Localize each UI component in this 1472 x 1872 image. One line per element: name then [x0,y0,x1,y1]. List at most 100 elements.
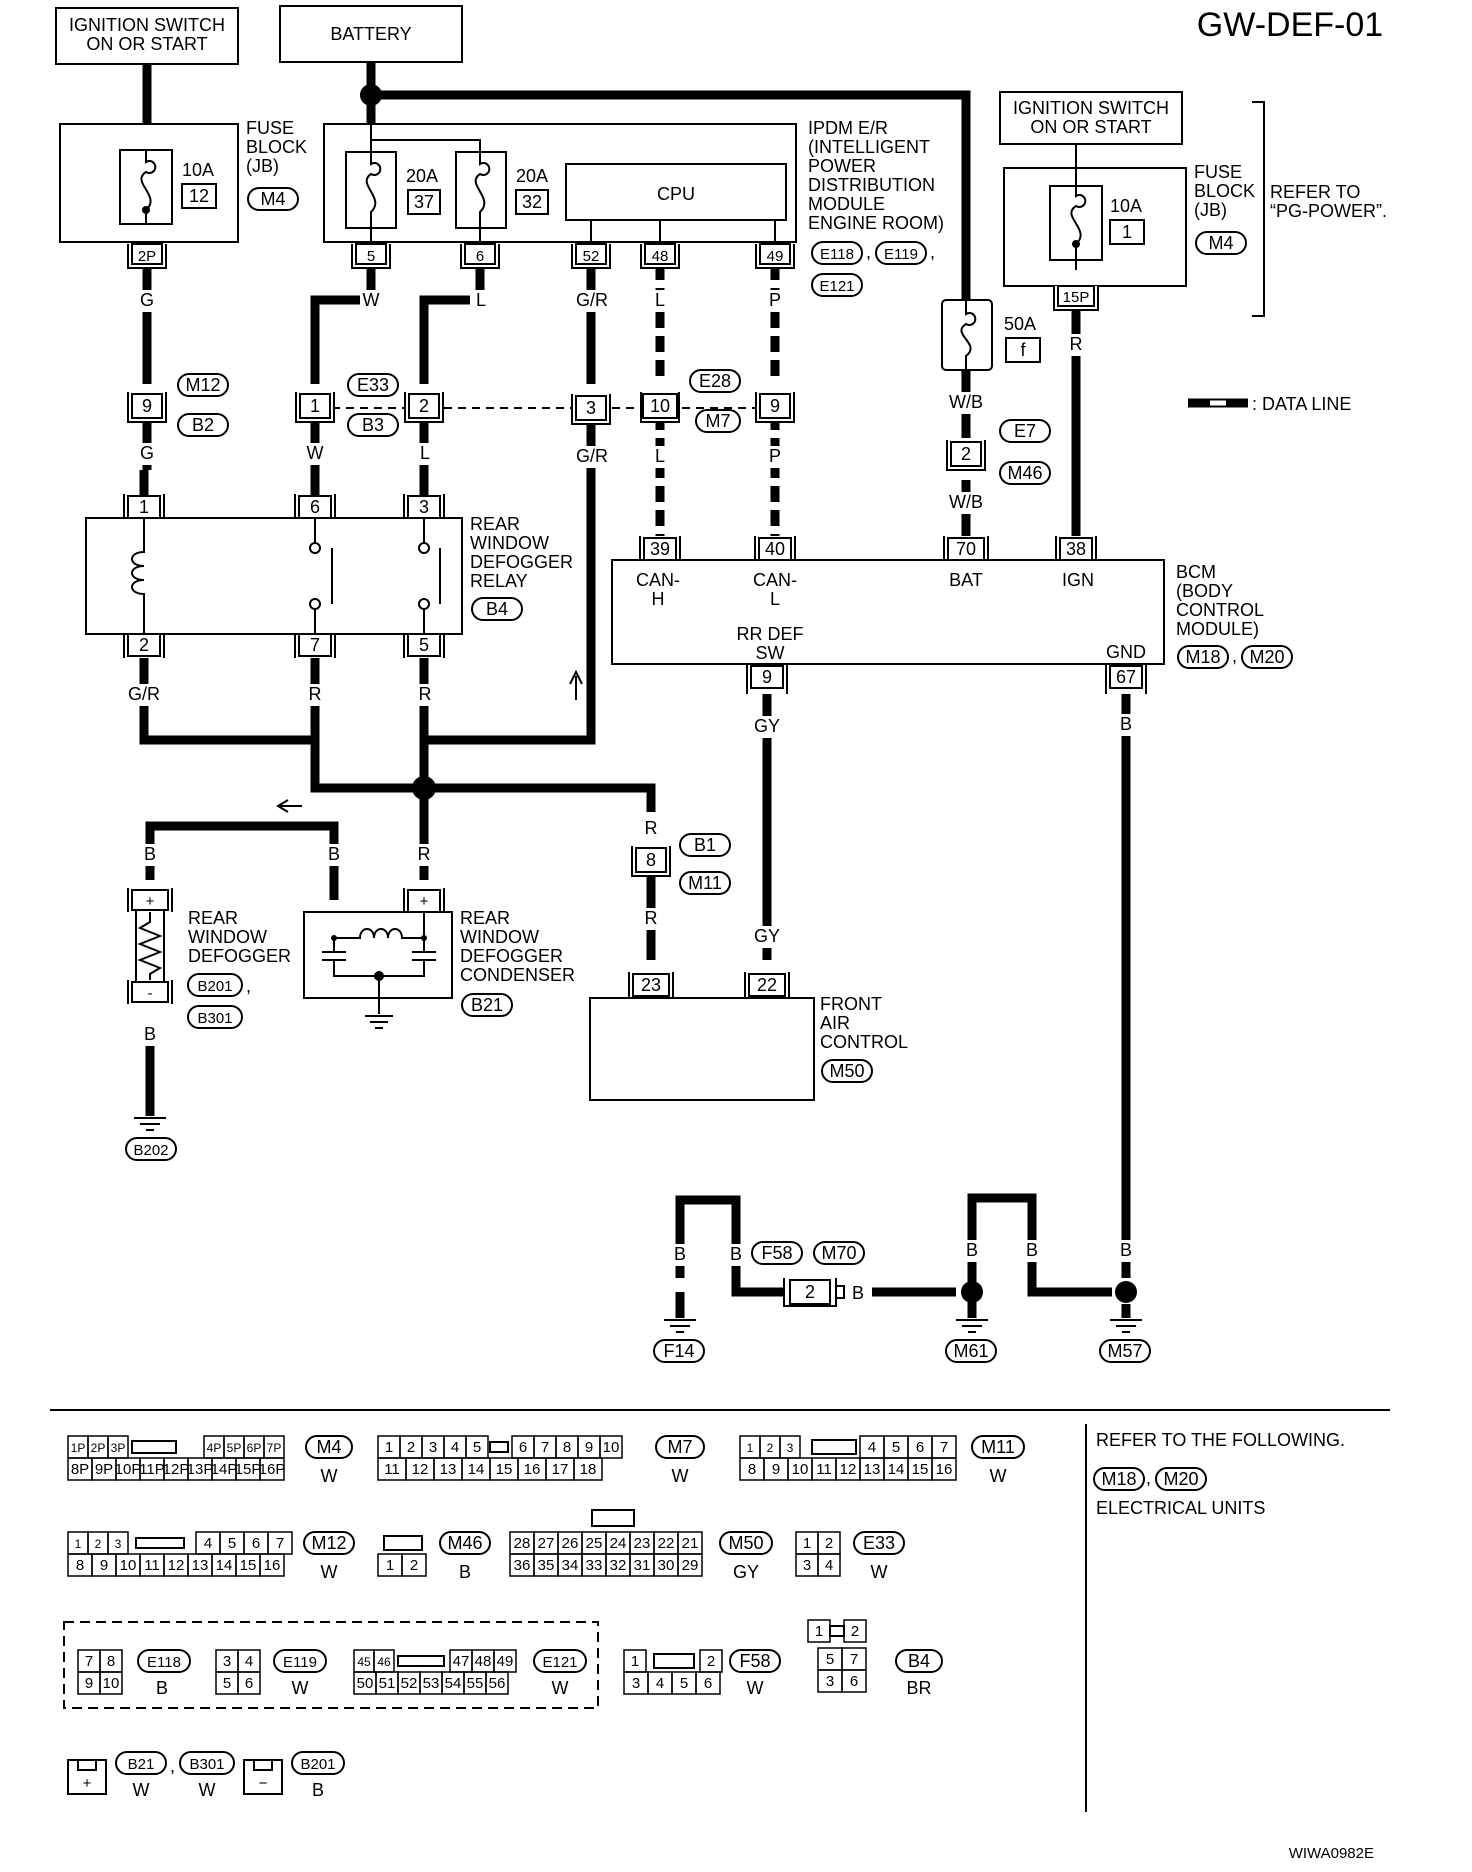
conn-f58-name: F58 [739,1651,770,1671]
fuse-2-dot [1072,240,1080,248]
condenser-label-3: DEFOGGER [460,946,563,966]
fuse-2-symbol [1070,144,1087,270]
bcm-terminals [639,536,1147,694]
defogger-bracket-top [127,888,173,912]
fuse-1-label-2: BLOCK [246,137,307,157]
svg-text:GY: GY [754,716,780,736]
fusible-num-box [1005,337,1041,363]
fuse-1-label-3: (JB) [246,156,279,176]
relay-label-4: RELAY [470,571,528,591]
bcm-t38: 38 [1066,539,1086,559]
relay-coil [131,518,145,634]
relay-b2: 2 [139,635,149,655]
fusible-num: f [1020,340,1026,360]
conn-m50-pin: 25 [586,1535,603,1552]
bcm-conn-2: M20 [1249,647,1284,667]
conn-m7-cell [573,1457,603,1481]
conn-m50-pin: 35 [538,1557,555,1574]
condenser-node-l [331,935,337,941]
conn-f58-pin: 2 [707,1653,715,1670]
ipdm-conn-2: E119 [884,246,918,263]
conn-m7-pin: 12 [412,1461,429,1478]
svg-text:G: G [140,290,154,310]
conn-m7-pin: 10 [603,1439,620,1456]
ipdm-cpu [565,163,787,221]
conn-f58-lock [653,1653,695,1669]
badge-m7: M7 [705,411,730,431]
m70-badge [813,1241,865,1265]
conn-m12-pin: 16 [264,1557,281,1574]
refer-text: REFER TO THE FOLLOWING. [1096,1430,1345,1450]
joint-badges [177,369,1051,895]
conn-m11-pin: 14 [888,1461,905,1478]
joint-9b: 9 [770,396,780,416]
conn-m46-cell [401,1553,427,1577]
bcm-box [611,559,1165,665]
conn-m50-color: GY [733,1562,759,1582]
ipdm-label-3: POWER [808,156,876,176]
ground-symbols [664,1319,1142,1333]
conn-m7-pin: 11 [384,1461,400,1478]
condenser-inductor [334,912,425,939]
badge-b3: B3 [362,415,384,435]
badge-e33: E33 [357,375,389,395]
conn-m4-pin: 8P [71,1461,89,1478]
conn-b201-color: B [312,1780,324,1800]
defogger-minus: - [148,985,153,1002]
fac-terminals [628,972,790,999]
conn-m50-pin: 32 [610,1557,627,1574]
conn-f58-pin: 4 [656,1675,664,1692]
svg-text:L: L [655,290,665,310]
relay-contact-2a [418,542,430,554]
ipdm-term-49: 49 [767,248,784,265]
term-15p-box [1057,285,1095,307]
badge-m46: M46 [1007,463,1042,483]
ipdm-connector-group [63,1621,599,1709]
current-arrow-left [276,799,302,813]
defogger-relay [85,517,463,635]
conn-m4-pin: 15P [235,1461,262,1478]
relay-label-1: REAR [470,514,520,534]
conn-e121-pin: 54 [445,1675,462,1692]
conn-m11-pin: 4 [868,1439,876,1456]
conn-m7-pin: 8 [563,1439,571,1456]
f58-terminal-tab [835,1285,845,1299]
bcm-conn-badge-1 [1177,645,1229,669]
svg-text:B: B [674,1244,686,1264]
conn-e121-pin: 56 [489,1675,506,1692]
conn-m4-pin: 14P [211,1461,238,1478]
conn-e121-pin: 46 [377,1655,391,1669]
conn-b4-cell [843,1619,867,1643]
relay-conn: B4 [486,599,508,619]
ipdm-cpu-leads [590,220,776,244]
bcm-t39: 39 [650,539,670,559]
conn-m11-pin: 13 [864,1461,881,1478]
fuse-2-amp: 10A [1110,196,1142,216]
conn-m12-cell [259,1553,285,1577]
defogger-label-1: REAR [188,908,238,928]
footer-code: WIWA0982E [1289,1845,1374,1862]
ipdm-fuse-a-symbol [365,124,382,268]
battery-label: BATTERY [330,24,411,44]
ipdm-label-2: (INTELLIGENT [808,137,930,157]
ipdm-conn-1: E118 [820,246,854,263]
fusible-link-symbol [960,300,977,370]
data-lines [655,268,780,536]
relay-t3: 3 [419,497,429,517]
m61-label: M61 [953,1341,988,1361]
condenser-plus: + [420,893,429,910]
svg-text:L: L [420,443,430,463]
svg-text:B: B [144,1024,156,1044]
conn-m50-pin: 33 [586,1557,603,1574]
conn-m12-lock [135,1537,185,1549]
condenser-node-r [421,935,427,941]
ign2-line1: IGNITION SWITCH [1013,98,1169,118]
joint-2b: 2 [961,444,971,464]
conn-b201-face [243,1759,283,1795]
svg-text:P: P [769,446,781,466]
conn-m11-pin: 10 [792,1461,809,1478]
conn-b21-face [67,1759,107,1795]
svg-text:G/R: G/R [576,446,608,466]
conn-m4-color: W [321,1466,338,1486]
